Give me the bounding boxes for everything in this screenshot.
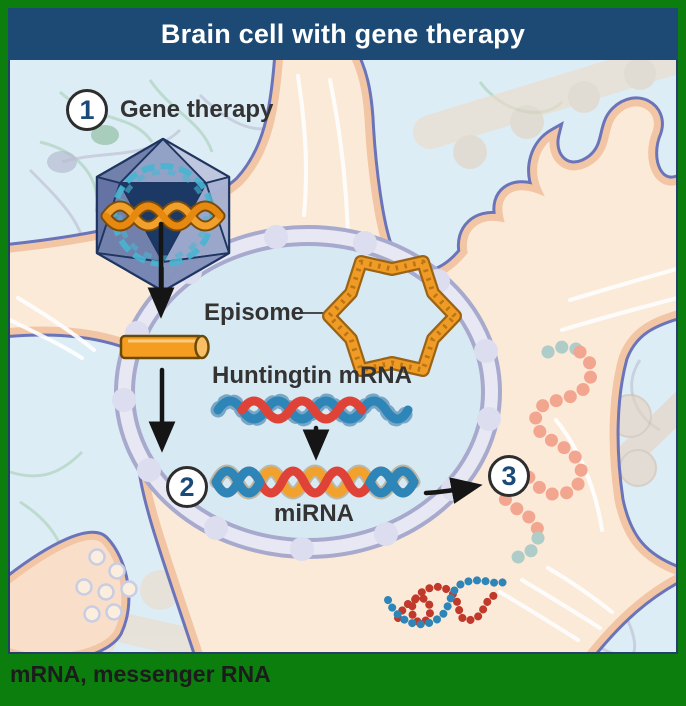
title-bar: Brain cell with gene therapy — [8, 8, 678, 60]
mirna-duplex-icon — [209, 464, 421, 500]
mirna-label: miRNA — [273, 500, 355, 527]
synaptic-terminal — [8, 530, 138, 654]
episome-label: Episome — [204, 299, 305, 326]
page-title: Brain cell with gene therapy — [160, 18, 526, 49]
footnote: mRNA, messenger RNA — [10, 661, 271, 687]
capsid-dna-helix — [100, 200, 226, 232]
protein-bead-chain-icon — [492, 340, 598, 564]
gene-rod-icon — [119, 334, 210, 360]
mrna-strand-icon — [210, 393, 416, 427]
step-3-badge: 3 — [488, 455, 530, 497]
step-2-badge: 2 — [166, 466, 208, 508]
arrow-mirna-to-step3 — [423, 477, 483, 504]
step-1-label: Gene therapy — [120, 96, 274, 123]
cytoplasmic-mrna-icon — [384, 574, 512, 629]
synaptic-vesicles — [75, 548, 138, 623]
neuron-illustration — [8, 60, 678, 654]
huntingtin-mrna-label: Huntingtin mRNA — [212, 362, 412, 389]
step-1-badge: 1 — [66, 89, 108, 131]
flow-arrows — [147, 221, 483, 504]
virus-capsid-icon — [95, 137, 231, 293]
episome-loop-icon — [300, 255, 462, 377]
